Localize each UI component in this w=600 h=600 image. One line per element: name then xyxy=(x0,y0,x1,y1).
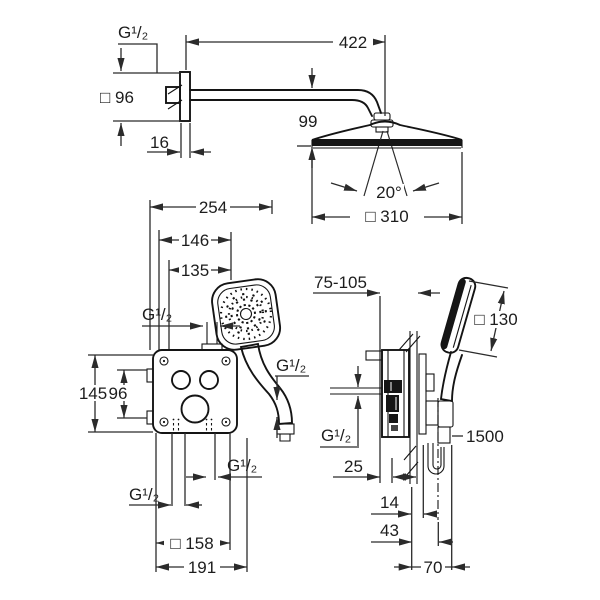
thread-side-label: G¹/₂ xyxy=(321,426,351,445)
dim-254-label: 254 xyxy=(199,198,227,217)
thread-top-label: G¹/₂ xyxy=(118,23,148,42)
valve-body-side xyxy=(381,349,410,438)
dim-146-label: 146 xyxy=(181,231,209,250)
dim-135-label: 135 xyxy=(181,261,209,280)
dim-1500-label: 1500 xyxy=(466,427,504,446)
dim-sq158-label: □ 158 xyxy=(170,534,213,553)
thread-top-leader xyxy=(118,43,158,73)
arm-union-nut xyxy=(165,86,181,104)
dim-angle-label: 20° xyxy=(376,183,402,202)
thread-bottom-right-label: G¹/₂ xyxy=(227,456,257,475)
dim-16-label: 16 xyxy=(150,133,169,152)
dim-96-label: 96 xyxy=(109,384,128,403)
corner-screws xyxy=(159,356,231,427)
thread-front-right-label: G¹/₂ xyxy=(276,356,306,375)
dim-sq130-label: □ 130 xyxy=(474,310,517,329)
valve-port-right xyxy=(199,370,219,390)
valve-top-stub xyxy=(365,350,383,361)
shower-arm xyxy=(189,89,382,114)
valve-cartridge xyxy=(384,380,402,431)
hand-shower-front xyxy=(211,278,282,351)
supply-pipe xyxy=(330,387,382,395)
dim-145-label: 145 xyxy=(79,384,107,403)
hose-cone-nut xyxy=(425,400,439,426)
side-connection-upper xyxy=(146,368,154,383)
valve-port-main xyxy=(180,394,210,424)
head-shower-assembly xyxy=(165,71,463,197)
head-shower-dimensions: G¹/₂ □ 96 16 422 99 20° □ 310 xyxy=(100,23,463,226)
hand-shower-handle-front xyxy=(239,342,293,426)
trim-plate-side xyxy=(418,353,427,435)
wall-plate xyxy=(179,71,191,122)
hose-coupling-front xyxy=(276,423,295,435)
top-supply-stub xyxy=(206,322,218,344)
mixer-front-view: 254 146 135 G¹/₂ xyxy=(79,198,309,577)
head-shower-profile xyxy=(311,120,463,141)
dim-422-label: 422 xyxy=(339,33,367,52)
spray-center xyxy=(239,307,253,321)
dim-14-label: 14 xyxy=(380,493,399,512)
hand-shower-handle-side xyxy=(439,351,463,403)
spray-face-band xyxy=(312,140,462,146)
dim-75-105-label: 75-105 xyxy=(314,273,367,292)
mixer-box xyxy=(152,349,238,434)
wall-section xyxy=(409,331,418,484)
spray-pattern xyxy=(219,287,273,341)
shower-holder xyxy=(437,400,454,428)
valve-port-left xyxy=(171,370,191,390)
hand-shower-side xyxy=(440,276,477,354)
dim-sq310-label: □ 310 xyxy=(365,207,408,226)
dim-191-label: 191 xyxy=(188,558,216,577)
mixer-side-view: 75-105 G¹/₂ xyxy=(313,273,522,577)
bottom-connections xyxy=(172,423,213,432)
wall-hatching xyxy=(398,333,421,477)
dim-sq96-label: □ 96 xyxy=(100,88,134,107)
dim-70-label: 70 xyxy=(424,558,443,577)
shower-hose xyxy=(427,443,445,475)
control-knob-side xyxy=(425,373,435,392)
thread-bottom-left-label: G¹/₂ xyxy=(129,485,159,504)
dim-25-label: 25 xyxy=(344,457,363,476)
thread-front-left-label: G¹/₂ xyxy=(142,305,172,324)
break-ticks xyxy=(167,84,183,110)
dim-99-label: 99 xyxy=(299,112,318,131)
dim-43-label: 43 xyxy=(380,521,399,540)
ball-joint xyxy=(370,112,394,133)
